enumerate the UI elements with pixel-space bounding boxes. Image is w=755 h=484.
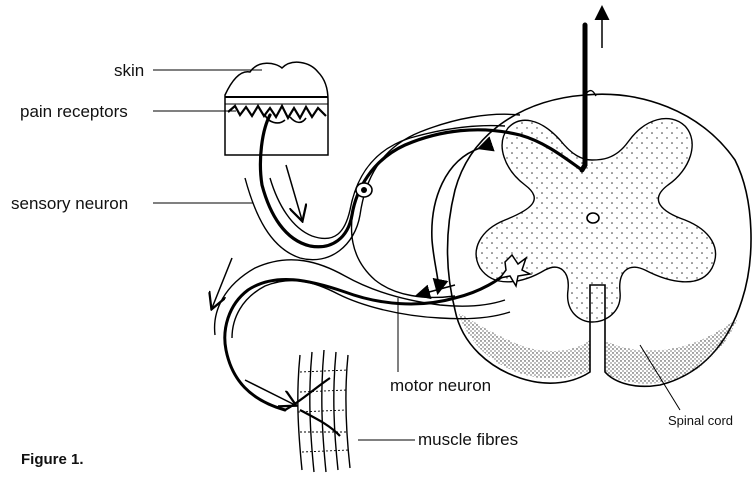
skin-block	[225, 62, 328, 155]
motor-arrow	[418, 285, 455, 295]
dorsal-root-ganglion	[356, 183, 372, 197]
label-sensory-neuron: sensory neuron	[11, 195, 128, 212]
label-motor-neuron: motor neuron	[390, 377, 491, 394]
label-pain-receptors: pain receptors	[20, 103, 128, 120]
label-spinal-cord: Spinal cord	[668, 414, 733, 427]
muscle-arrow	[245, 380, 295, 405]
label-skin: skin	[114, 62, 144, 79]
sensory-signal-arrow	[286, 165, 302, 220]
label-muscle-fibres: muscle fibres	[418, 431, 518, 448]
spinal-cord	[448, 94, 752, 386]
muscle-fibres	[285, 350, 350, 472]
figure-caption: Figure 1.	[21, 452, 84, 467]
central-canal	[587, 213, 599, 223]
